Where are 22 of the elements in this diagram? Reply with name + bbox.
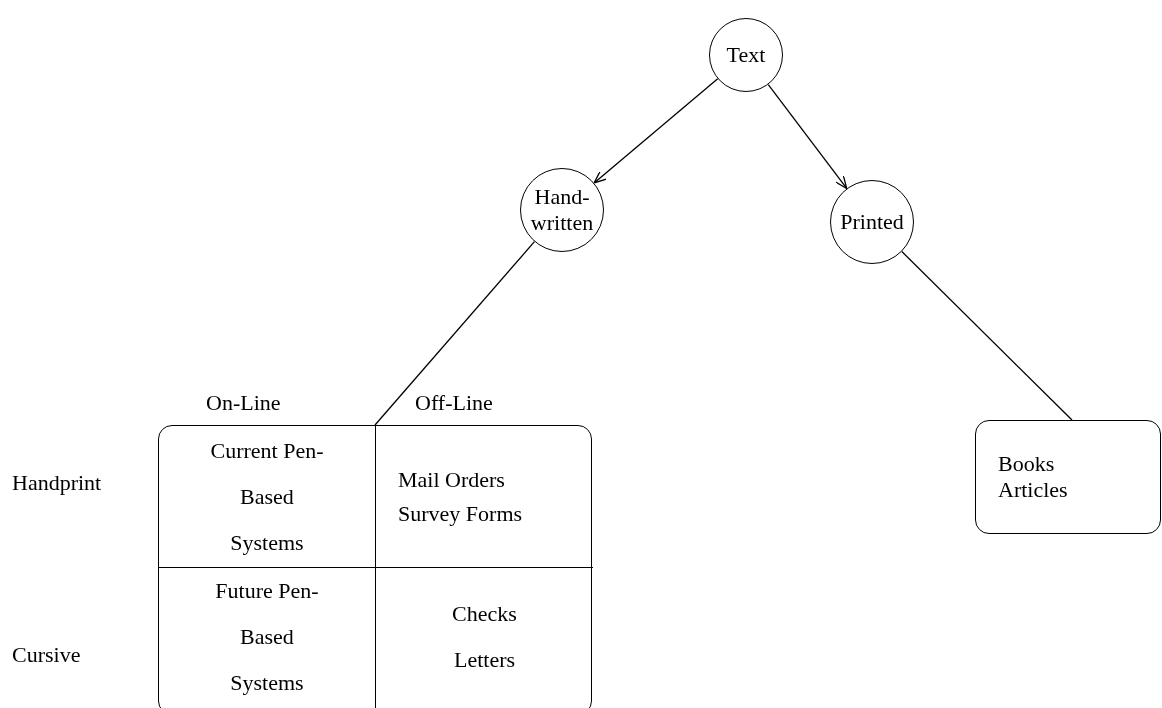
- node-label: Survey Forms: [398, 499, 523, 528]
- category-box: [975, 420, 1161, 534]
- node-label: Books: [998, 451, 1055, 477]
- table-cell: [159, 426, 376, 568]
- node-label: Checks: [452, 600, 517, 628]
- connector-line: [374, 241, 536, 426]
- row-header: Handprint: [12, 470, 102, 496]
- column-header: On-Line: [206, 390, 281, 416]
- table-box: [158, 425, 592, 708]
- node-label: Text: [726, 42, 766, 68]
- node-label: Printed: [840, 209, 904, 235]
- node-label: Articles: [998, 477, 1068, 503]
- connector-line: [901, 250, 1073, 421]
- node-label: Current Pen-Based Systems: [209, 436, 325, 557]
- row-header: Cursive: [12, 642, 81, 668]
- node-label: Future Pen-Based Systems: [214, 577, 320, 697]
- arrow: [767, 83, 848, 190]
- node-label: Hand-written: [529, 184, 595, 236]
- arrow: [593, 78, 719, 184]
- column-header: Off-Line: [415, 390, 493, 416]
- node-label: Letters: [453, 646, 516, 674]
- node-label: Mail Orders: [398, 465, 505, 494]
